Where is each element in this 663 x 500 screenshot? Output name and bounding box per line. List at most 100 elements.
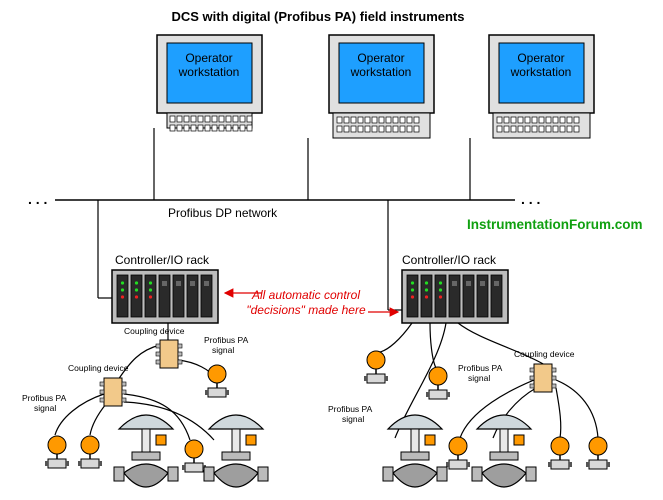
transmitter-head: [550, 436, 570, 456]
transmitter-9: [586, 436, 610, 470]
keyboard-key: [385, 116, 392, 124]
coupler-port: [551, 367, 557, 373]
transmitter-flange: [588, 459, 608, 470]
valve-actuator: [117, 414, 175, 430]
keyboard-2: [336, 116, 420, 133]
transmitter-port: [446, 462, 449, 467]
keyboard-key: [524, 116, 531, 124]
valve-pipe: [525, 466, 537, 482]
status-led: [424, 281, 429, 285]
rack-module: [462, 274, 475, 318]
keyboard-key: [357, 116, 364, 124]
keyboard-key: [545, 116, 552, 124]
status-led: [410, 288, 415, 292]
coupling-device-label-2: Coupling device: [68, 363, 129, 373]
keyboard-key: [510, 116, 517, 124]
keyboard-key: [378, 125, 385, 133]
transmitter-port: [66, 461, 69, 466]
keyboard-key: [211, 124, 218, 132]
transmitter-port: [78, 461, 81, 466]
pa-label-4-line2: signal: [342, 414, 364, 424]
coupler-port: [177, 343, 183, 349]
keyboard-1: [169, 115, 253, 132]
transmitter-port: [364, 376, 367, 381]
module-port: [466, 281, 471, 286]
keyboard-key: [392, 125, 399, 133]
valve-yoke: [231, 428, 241, 454]
valve-yoke: [141, 428, 151, 454]
pa-label-3-line1: Profibus PA: [458, 363, 503, 373]
keyboard-key: [559, 125, 566, 133]
pa-label-1-line1: Profibus PA: [204, 335, 249, 345]
module-port: [452, 281, 457, 286]
keyboard-key: [531, 125, 538, 133]
transmitter-flange: [428, 389, 448, 400]
keyboard-key: [399, 125, 406, 133]
valve-body: [123, 463, 169, 488]
rack-module: [490, 274, 503, 318]
status-led: [148, 281, 153, 285]
transmitter-port: [182, 465, 185, 470]
valve-pipe: [257, 466, 269, 482]
controller-rack-1: [111, 269, 219, 324]
pa-label-3-line2: signal: [468, 373, 490, 383]
transmitter-port: [99, 461, 102, 466]
workstation-3-label-line1: Operator: [517, 51, 564, 65]
keyboard-key: [399, 116, 406, 124]
keyboard-key: [406, 125, 413, 133]
transmitter-port: [586, 462, 589, 467]
coupler-port: [99, 381, 105, 387]
keyboard-key: [566, 125, 573, 133]
watermark: InstrumentationForum.com: [467, 217, 643, 232]
module-port: [176, 281, 181, 286]
annotation-line2: "decisions" made here: [246, 303, 366, 317]
pa-label-2-line2: signal: [34, 403, 56, 413]
module-port: [494, 281, 499, 286]
transmitter-7: [446, 436, 470, 470]
keyboard-key: [336, 116, 343, 124]
workstation-1-label-line2: workstation: [178, 65, 240, 79]
status-led: [438, 281, 443, 285]
transmitter-flange: [47, 458, 67, 469]
valve-bonnet: [221, 451, 251, 461]
annotation: All automatic control "decisions" made h…: [223, 288, 400, 317]
transmitter-flange: [207, 387, 227, 398]
diagram-title: DCS with digital (Profibus PA) field ins…: [172, 9, 465, 24]
network-label: Profibus DP network: [168, 206, 278, 220]
keyboard-key: [204, 124, 211, 132]
keyboard-key: [364, 125, 371, 133]
keyboard-key: [350, 125, 357, 133]
keyboard-key: [169, 124, 176, 132]
transmitter-head: [448, 436, 468, 456]
keyboard-key: [559, 116, 566, 124]
transmitter-flange: [184, 462, 204, 473]
transmitter-6: [426, 366, 450, 400]
valve-pipe: [167, 466, 179, 482]
coupler-port: [551, 383, 557, 389]
controller-rack-2: [401, 269, 509, 324]
keyboard-key: [343, 125, 350, 133]
keyboard-key: [517, 116, 524, 124]
coupling-device-label-3: Coupling device: [514, 349, 575, 359]
keyboard-key: [183, 115, 190, 123]
transmitter-head: [184, 439, 204, 459]
keyboard-key: [538, 125, 545, 133]
keyboard-key: [197, 124, 204, 132]
valve-pipe: [203, 466, 215, 482]
rack-module: [476, 274, 489, 318]
status-led: [410, 281, 415, 285]
coupler-port: [177, 351, 183, 357]
keyboard-key: [239, 124, 246, 132]
rack-2-label: Controller/IO rack: [402, 253, 497, 267]
keyboard-key: [218, 115, 225, 123]
keyboard-key: [232, 124, 239, 132]
module-port: [190, 281, 195, 286]
status-led: [148, 288, 153, 292]
valve-yoke: [410, 428, 420, 454]
keyboard-key: [552, 125, 559, 133]
status-led: [120, 281, 125, 285]
rack-module: [448, 274, 461, 318]
coupler-port: [155, 351, 161, 357]
workstation-3-label-line2: workstation: [510, 65, 572, 79]
workstation-2-label-line2: workstation: [350, 65, 412, 79]
